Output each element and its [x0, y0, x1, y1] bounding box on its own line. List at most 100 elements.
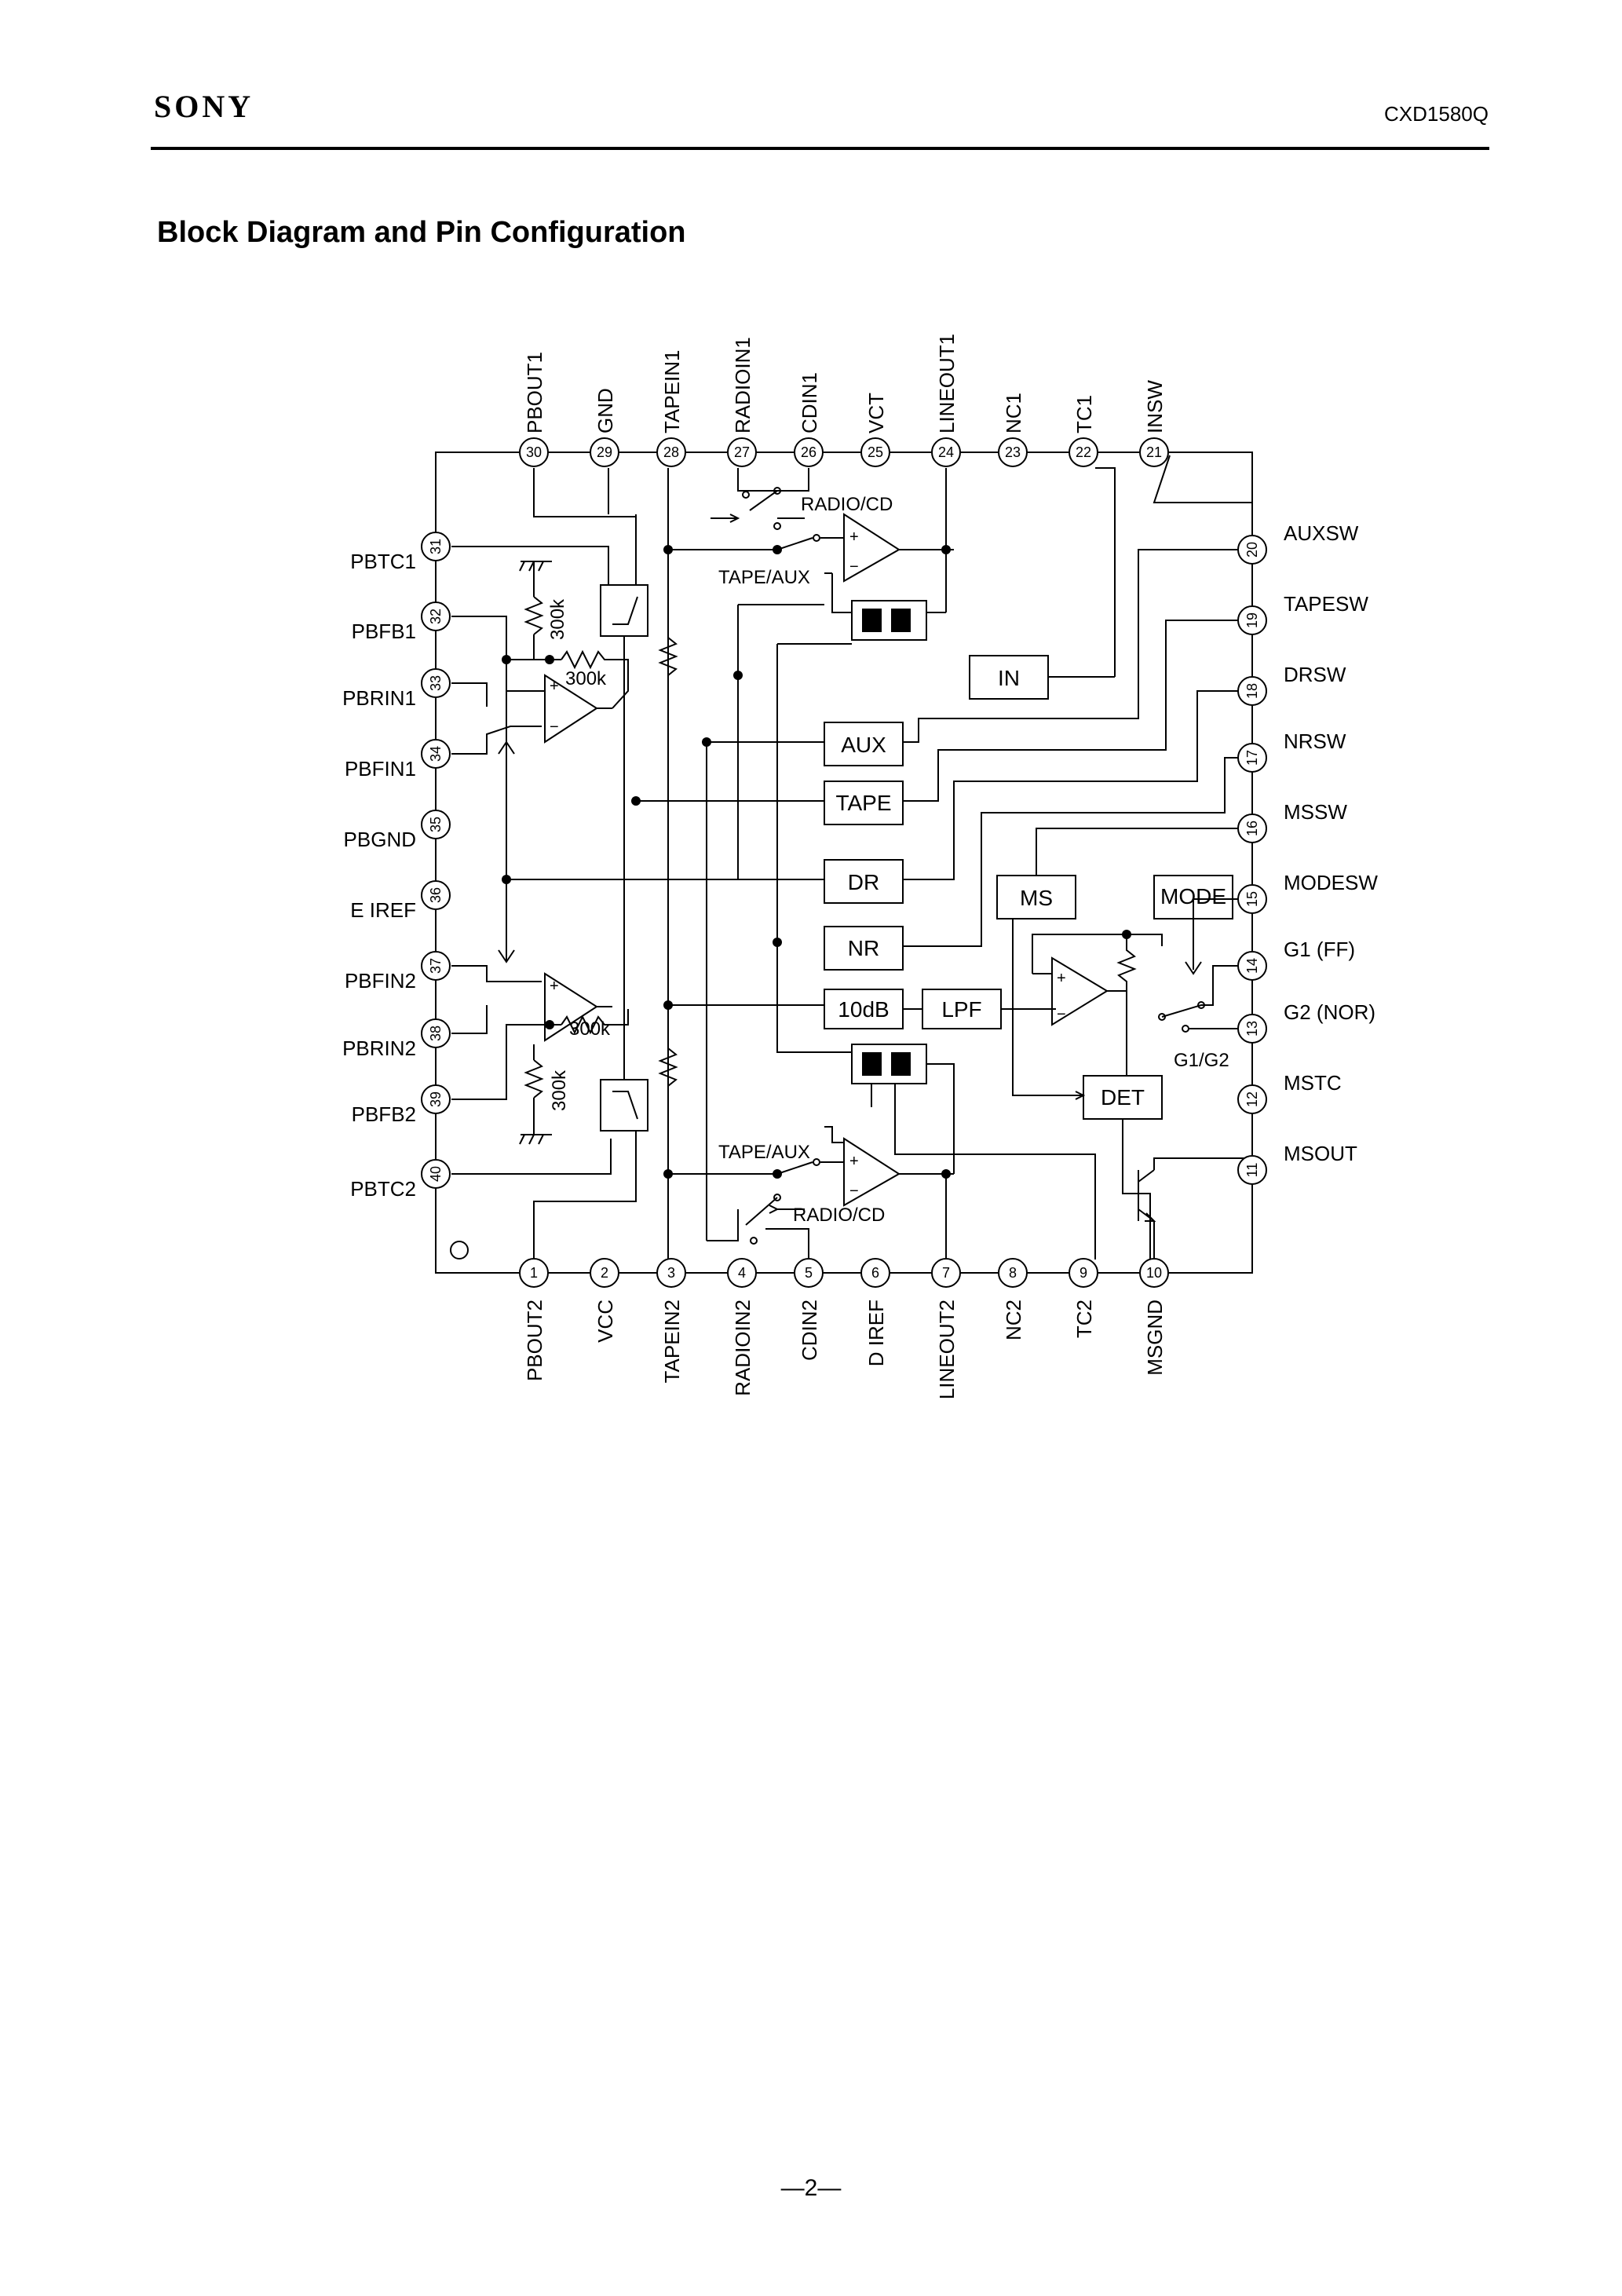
pin-right-circle [1237, 676, 1267, 706]
pin-number: 6 [871, 1265, 879, 1281]
label-tape-aux-top: TAPE/AUX [718, 567, 810, 588]
pin-label-bottom: TAPEIN2 [660, 1300, 684, 1383]
pin-number: 10 [1146, 1265, 1162, 1281]
pin-bottom-circle [656, 1258, 686, 1288]
pin-number: 29 [597, 444, 612, 460]
pin-label-right: MSTC [1284, 1071, 1342, 1095]
pin-bottom-circle [794, 1258, 824, 1288]
pin-label-left: PBGND [344, 828, 416, 851]
pin-left-circle [421, 739, 451, 769]
pin-bottom-circle [860, 1258, 890, 1288]
pin-label-left: PBFIN2 [345, 969, 416, 993]
pin-number: 3 [667, 1265, 675, 1281]
pin-number: 16 [1244, 821, 1260, 836]
pin-number: 5 [805, 1265, 813, 1281]
sony-logo: SONY [154, 89, 254, 124]
pin-top-circle [1069, 437, 1098, 467]
pin-right-circle [1237, 884, 1267, 914]
pin-label-right: TAPESW [1284, 592, 1368, 616]
block-10db: 10dB [838, 997, 889, 1022]
pin-label-left: PBRIN1 [342, 686, 416, 710]
page-title: Block Diagram and Pin Configuration [157, 216, 686, 249]
opamp4-plus: + [849, 1153, 859, 1170]
pin-label-left: PBTC2 [350, 1177, 416, 1201]
pin-label-right: AUXSW [1284, 521, 1359, 545]
dolby-block-2 [862, 1052, 911, 1076]
pin-number: 34 [428, 746, 444, 762]
pin-left-circle [421, 601, 451, 631]
label-tape-aux-bottom: TAPE/AUX [718, 1142, 810, 1163]
pin-number: 9 [1080, 1265, 1087, 1281]
opamp4-minus: − [849, 1183, 859, 1200]
opamp5-plus: + [1057, 970, 1066, 987]
pin-top-circle [590, 437, 619, 467]
pin-number: 37 [428, 958, 444, 974]
pin-number: 1 [530, 1265, 538, 1281]
pin-label-right: G2 (NOR) [1284, 1000, 1375, 1024]
pin-label-top: NC1 [1002, 393, 1025, 433]
pin-left-circle [421, 880, 451, 910]
pin-label-bottom: LINEOUT2 [935, 1300, 959, 1399]
pin-label-right: MSSW [1284, 800, 1347, 824]
pin-right-circle [1237, 535, 1267, 565]
pin-label-bottom: PBOUT2 [523, 1300, 546, 1381]
pin-bottom-circle [1069, 1258, 1098, 1288]
pin-left-circle [421, 1018, 451, 1048]
pin-label-bottom: D IREF [864, 1300, 888, 1366]
pin-label-top: TAPEIN1 [660, 350, 684, 433]
block-tape: TAPE [835, 791, 891, 815]
pin-right-circle [1237, 813, 1267, 843]
pin-left-circle [421, 810, 451, 839]
pin-number: 17 [1244, 750, 1260, 766]
pin-right-circle [1237, 1084, 1267, 1114]
pin-number: 25 [868, 444, 883, 460]
pin-number: 19 [1244, 612, 1260, 628]
pin-number: 31 [428, 539, 444, 554]
pin-label-bottom: VCC [594, 1300, 617, 1343]
pin-number: 4 [738, 1265, 746, 1281]
pin-label-left: PBFB1 [352, 620, 416, 643]
pin-label-top: LINEOUT1 [935, 334, 959, 433]
pin-number: 36 [428, 887, 444, 903]
pin-left-circle [421, 532, 451, 561]
pin-label-bottom: MSGND [1143, 1300, 1167, 1376]
opamp3-plus: + [849, 528, 859, 546]
pin-label-right: MODESW [1284, 871, 1378, 894]
block-mode: MODE [1160, 884, 1226, 909]
pin-label-right: NRSW [1284, 729, 1346, 753]
pin-label-left: PBFB2 [352, 1102, 416, 1126]
pin-number: 23 [1005, 444, 1021, 460]
pin-top-circle [1139, 437, 1169, 467]
pin-label-top: RADIOIN1 [731, 337, 754, 433]
pin-number: 21 [1146, 444, 1162, 460]
dolby-block-1 [862, 609, 911, 632]
pin-number: 40 [428, 1166, 444, 1182]
block-lpf: LPF [941, 997, 981, 1022]
pin-number: 20 [1244, 542, 1260, 558]
pin-right-circle [1237, 1155, 1267, 1185]
pin-label-right: DRSW [1284, 663, 1346, 686]
pin-bottom-circle [519, 1258, 549, 1288]
label-radio-cd-top: RADIO/CD [801, 494, 893, 515]
opamp2-plus: + [550, 978, 559, 995]
pin-right-circle [1237, 951, 1267, 981]
block-ms: MS [1020, 886, 1053, 910]
pin-label-top: GND [594, 388, 617, 433]
pin-right-circle [1237, 1014, 1267, 1044]
pin-number: 33 [428, 675, 444, 691]
pin-top-circle [656, 437, 686, 467]
pin-label-top: TC1 [1072, 395, 1096, 433]
pin-label-top: INSW [1143, 380, 1167, 433]
pin-number: 15 [1244, 891, 1260, 907]
pin-label-bottom: TC2 [1072, 1300, 1096, 1338]
pin-label-left: PBRIN2 [342, 1036, 416, 1060]
label-300k-bottom-v: 300k [549, 1069, 570, 1111]
pin-number: 30 [526, 444, 542, 460]
pin-number: 12 [1244, 1091, 1260, 1107]
pin1-marker [450, 1241, 469, 1260]
pin-label-top: VCT [864, 393, 888, 433]
label-g1g2: G1/G2 [1174, 1050, 1229, 1071]
pin-bottom-circle [727, 1258, 757, 1288]
pin-left-circle [421, 668, 451, 698]
